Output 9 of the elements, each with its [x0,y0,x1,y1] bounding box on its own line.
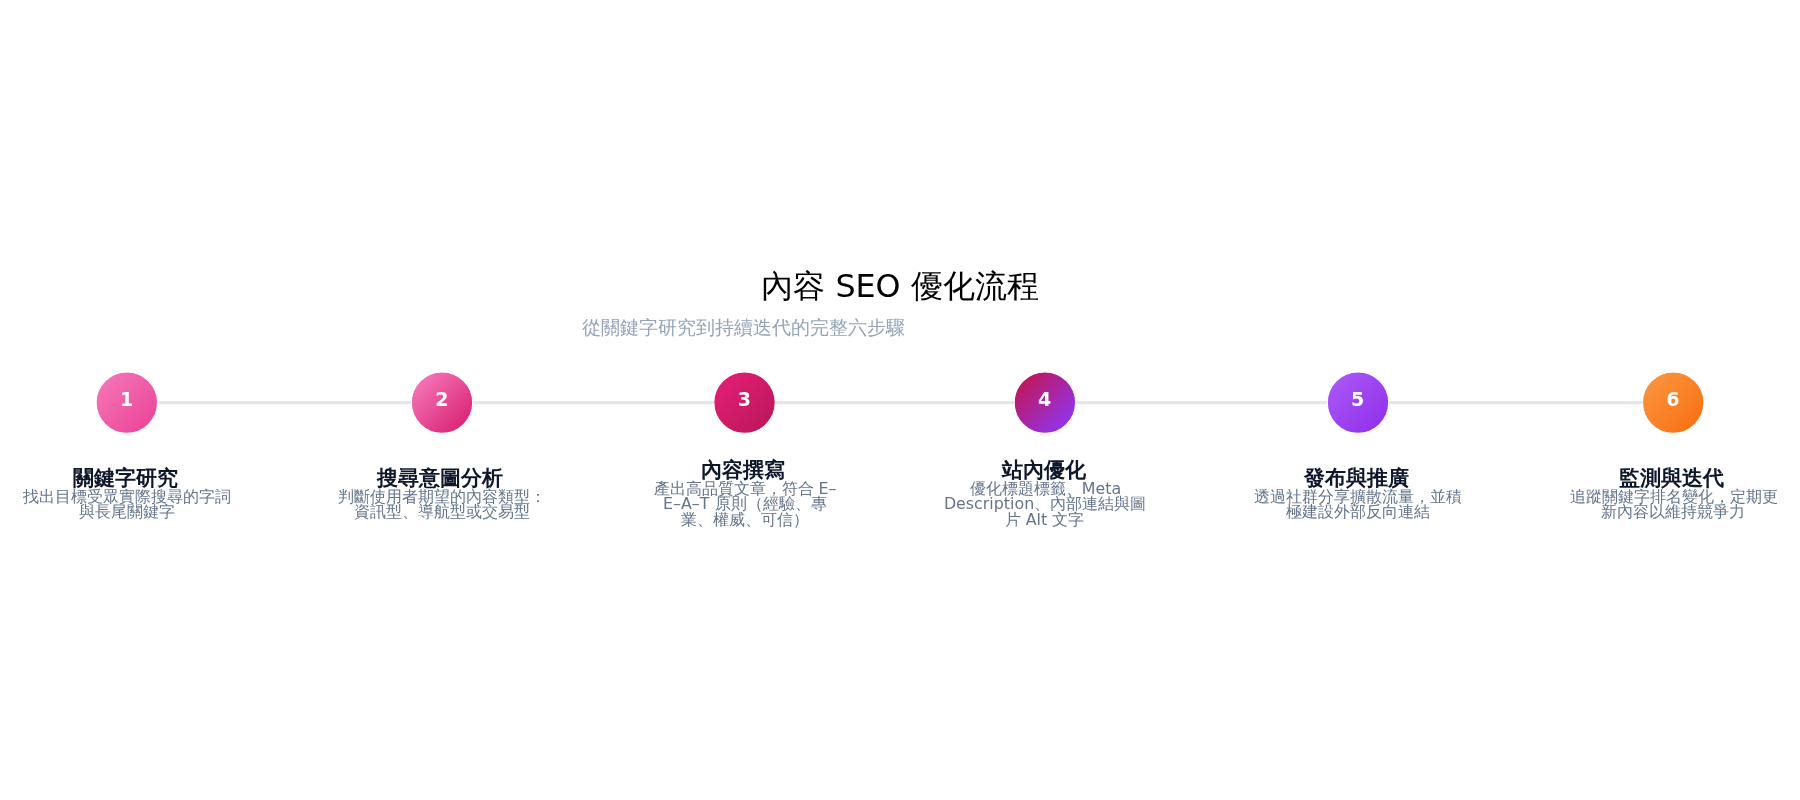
node-circle: 2 [410,370,474,434]
node-circle: 3 [713,370,776,434]
node-circle: 5 [1326,370,1390,434]
node-label: 內容撰寫 [701,456,786,482]
node-circle: 4 [1013,370,1077,434]
node-circle: 1 [95,370,159,434]
diagram-title: 內容 SEO 優化流程 [761,267,1039,304]
node-circle: 6 [1641,370,1705,434]
label: 從關鍵字研究到持續迭代的完整六步驟 [582,315,906,338]
